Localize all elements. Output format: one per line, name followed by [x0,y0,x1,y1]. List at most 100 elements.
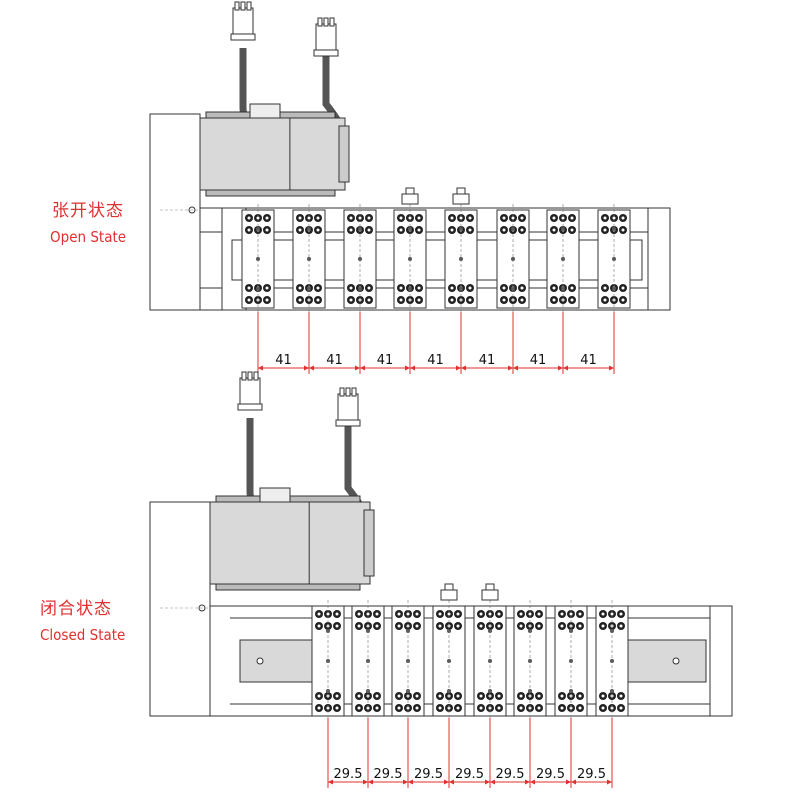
screw-slot [601,706,605,710]
arrowhead [410,365,415,371]
screw-slot [367,286,371,290]
screw-slot [459,216,463,220]
screw-slot [316,298,320,302]
connector-body [239,377,261,405]
screw-slot [357,624,361,628]
screw-slot [456,694,460,698]
connector-pin [241,371,247,381]
screw-slot [456,624,460,628]
screw-slot [519,706,523,710]
screw-slot [247,216,251,220]
closed-carriage-7 [554,600,588,722]
screw-slot [317,612,321,616]
motor-endcap [363,509,375,577]
rail-guide-right [625,639,707,683]
screw-slot [298,216,302,220]
screw-slot [497,694,501,698]
sensor-bracket [440,589,458,601]
screw-slot [415,624,419,628]
sensor-bracket [481,589,499,601]
screw-slot [601,624,605,628]
connector-pin [253,371,259,381]
rail-slot [231,239,643,281]
screw-slot [265,216,269,220]
connector-body [315,23,337,51]
rail-end-block [647,207,671,311]
sensor-bracket [401,193,419,205]
screw-slot [335,612,339,616]
screw-slot [317,694,321,698]
arrowhead [403,779,408,785]
screw-slot [468,216,472,220]
closed-carriage-3 [391,600,425,722]
closed-state-label-en: Closed State [40,626,126,644]
screw-slot [358,216,362,220]
screw-slot [479,706,483,710]
sensor-head [444,583,454,591]
motor-housing [199,117,346,191]
connector-pin [317,17,323,27]
screw-slot [367,298,371,302]
screw-slot [488,612,492,616]
screw-slot [408,216,412,220]
screw-slot [335,624,339,628]
sensor-head [456,187,466,195]
cable-gland [259,487,291,503]
screw-slot [520,286,524,290]
closed-carriage-5 [473,583,507,722]
screw-slot [375,706,379,710]
screw-slot [619,624,623,628]
screw-slot [247,286,251,290]
screw-slot [265,228,269,232]
screw-slot [397,706,401,710]
dimension-value: 29.5 [577,767,606,782]
closed-carriage-6 [513,600,547,722]
dimension-value: 41 [427,353,444,368]
screw-slot [570,298,574,302]
encoder-connector [313,17,339,57]
motor-housing [209,501,371,585]
screw-slot [560,612,564,616]
screw-slot [520,228,524,232]
closed-motor [209,371,375,591]
connector-pin [351,387,357,397]
screw-slot [578,694,582,698]
screw-slot [450,298,454,302]
screw-slot [415,706,419,710]
open-motor [199,1,350,197]
screw-slot [502,286,506,290]
screw-slot [316,228,320,232]
screw-slot [438,706,442,710]
screw-slot [552,298,556,302]
screw-slot [502,216,506,220]
guide-hole [672,657,680,665]
connector-pin [345,387,351,397]
screw-slot [601,694,605,698]
screw-slot [438,612,442,616]
screw-slot [335,706,339,710]
screw-slot [417,286,421,290]
screw-slot [528,612,532,616]
arrowhead [360,365,365,371]
screw-slot [367,216,371,220]
arrowhead [304,365,309,371]
screw-slot [468,298,472,302]
screw-slot [570,286,574,290]
screw-slot [415,612,419,616]
screw-slot [298,286,302,290]
screw-slot [570,228,574,232]
connector-body [232,7,254,35]
screw-slot [560,694,564,698]
screw-slot [450,228,454,232]
arrowhead [571,779,576,785]
screw-slot [520,216,524,220]
screw-slot [456,612,460,616]
dimension-value: 29.5 [414,767,443,782]
screw-slot [456,706,460,710]
screw-slot [357,706,361,710]
screw-slot [247,228,251,232]
screw-slot [502,298,506,302]
screw-slot [265,286,269,290]
